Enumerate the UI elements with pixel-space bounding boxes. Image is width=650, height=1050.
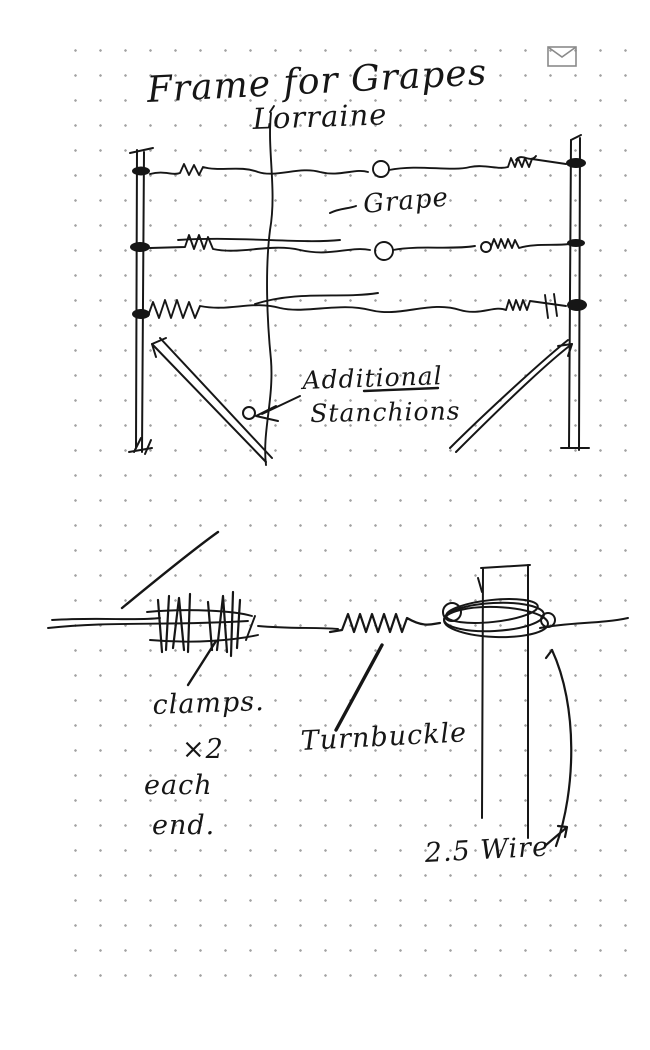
turnbuckle-spring bbox=[328, 612, 442, 634]
leader-line bbox=[120, 530, 220, 610]
right-brace bbox=[449, 339, 573, 453]
clamps-label-line4: end. bbox=[152, 810, 216, 841]
wire-bottom bbox=[147, 292, 567, 319]
stanchion-arrow bbox=[242, 395, 301, 422]
clamp-group-1 bbox=[156, 592, 192, 654]
left-brace bbox=[151, 337, 273, 463]
wire-label: 2.5 Wire bbox=[424, 831, 550, 869]
detail-wire-mid bbox=[257, 625, 339, 630]
wire-wrap bbox=[442, 598, 629, 639]
wire-label-arrow bbox=[544, 648, 573, 848]
envelope-icon[interactable] bbox=[545, 44, 579, 70]
post-clamp-blobs bbox=[130, 158, 587, 319]
right-post bbox=[560, 134, 590, 451]
stanchions-label-line1: Additional bbox=[302, 361, 444, 395]
clamps-label-line2: ×2 bbox=[182, 734, 224, 765]
turnbuckle-leader bbox=[334, 643, 384, 732]
page-subtitle: Lorraine bbox=[252, 97, 388, 136]
left-post bbox=[128, 147, 154, 455]
wire-middle bbox=[149, 234, 570, 261]
clamps-label-line1: clamps. bbox=[152, 686, 266, 721]
wire-top bbox=[149, 155, 567, 178]
additional-crossbar bbox=[362, 386, 440, 393]
grape-dash bbox=[329, 205, 357, 214]
clamps-label-line3: each bbox=[144, 770, 213, 801]
stanchions-label-line2: Stanchions bbox=[310, 396, 461, 428]
stanchion-wire bbox=[264, 105, 275, 466]
clamp-group-2 bbox=[206, 590, 242, 658]
clamps-leader bbox=[186, 639, 218, 687]
